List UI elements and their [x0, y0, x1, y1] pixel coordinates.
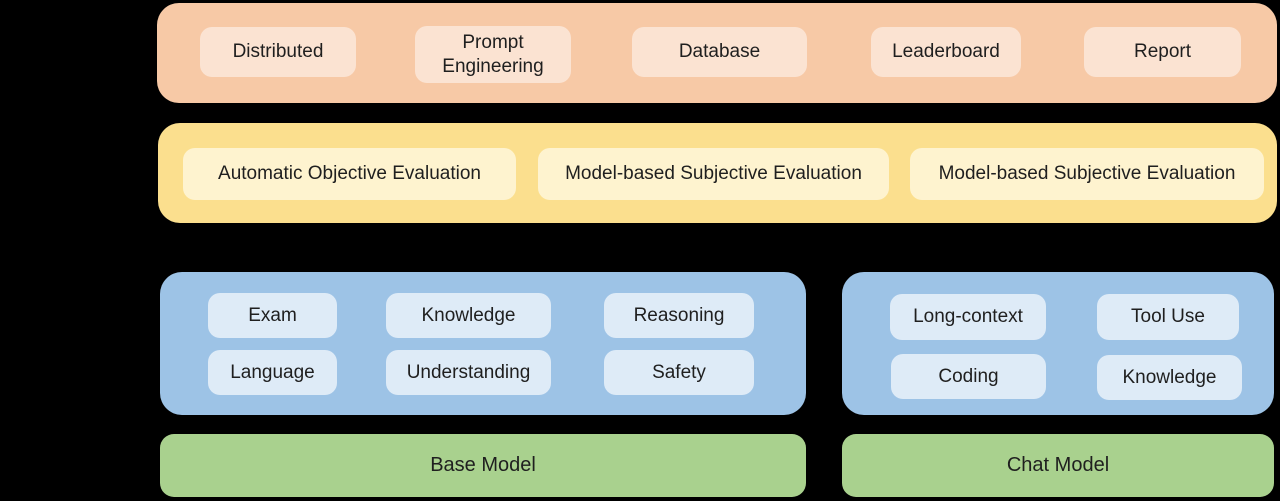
interface-item-database: Database: [632, 27, 807, 77]
benchmark-item-understanding: Understanding: [386, 350, 551, 395]
evaluation-item-model-based-subjective-2: Model-based Subjective Evaluation: [910, 148, 1264, 200]
evaluation-item-model-based-subjective-1: Model-based Subjective Evaluation: [538, 148, 889, 200]
interface-layer: Distributed Prompt Engineering Database …: [157, 3, 1277, 103]
interface-item-prompt-engineering: Prompt Engineering: [415, 26, 571, 83]
interface-item-leaderboard: Leaderboard: [871, 27, 1021, 77]
benchmark-item-knowledge: Knowledge: [386, 293, 551, 338]
benchmark-item-coding: Coding: [891, 354, 1046, 399]
chat-benchmarks-block: Long-context Tool Use Coding Knowledge: [842, 272, 1274, 415]
benchmark-item-knowledge-chat: Knowledge: [1097, 355, 1242, 400]
interface-item-distributed: Distributed: [200, 27, 356, 77]
benchmark-item-long-context: Long-context: [890, 294, 1046, 340]
base-model-label: Base Model: [430, 454, 536, 476]
interface-item-report: Report: [1084, 27, 1241, 77]
chat-model-block: Chat Model: [842, 434, 1274, 497]
evaluation-item-automatic-objective: Automatic Objective Evaluation: [183, 148, 516, 200]
base-benchmarks-block: Exam Knowledge Reasoning Language Unders…: [160, 272, 806, 415]
benchmark-item-reasoning: Reasoning: [604, 293, 754, 338]
chat-model-label: Chat Model: [1006, 454, 1110, 476]
benchmark-item-safety: Safety: [604, 350, 754, 395]
benchmark-item-tool-use: Tool Use: [1097, 294, 1239, 340]
evaluation-layer: Automatic Objective Evaluation Model-bas…: [158, 123, 1277, 223]
benchmark-item-language: Language: [208, 350, 337, 395]
benchmark-item-exam: Exam: [208, 293, 337, 338]
base-model-block: Base Model: [160, 434, 806, 497]
